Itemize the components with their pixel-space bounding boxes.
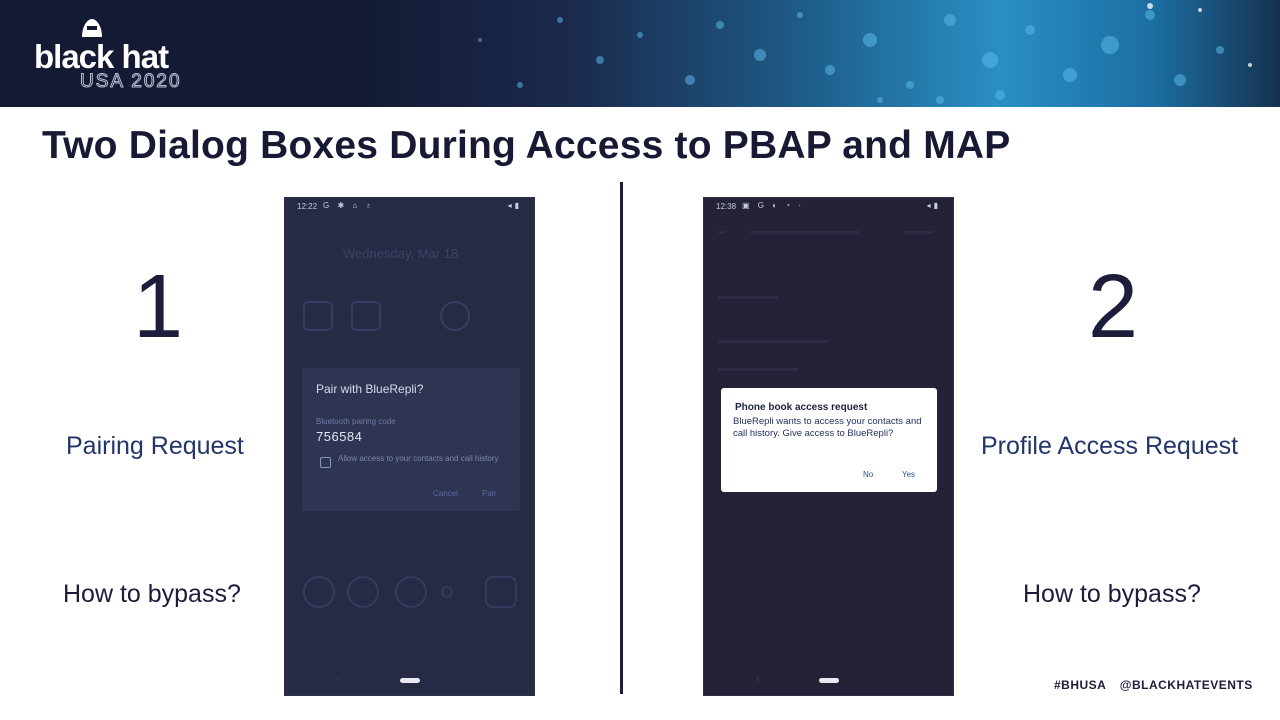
yes-button[interactable]: Yes [902,470,916,479]
nav-back-icon[interactable]: ‹ [756,674,760,685]
lockscreen-date: Wednesday, Mar 18 [343,246,459,261]
allow-access-checkbox[interactable] [320,457,331,468]
phone-screenshot-pairing: 12:22 G ✱ ⌂ ♁ ◂▮ Wednesday, Mar 18 Pair … [284,197,535,696]
pair-button[interactable]: Pair [482,489,497,498]
nav-back-icon[interactable]: ‹ [337,674,341,685]
nav-home-pill[interactable] [819,678,839,683]
pairing-code: 756584 [316,429,363,444]
camera-dock-icon [485,576,517,608]
pair-dialog: Pair with BlueRepli? Bluetooth pairing c… [302,368,520,511]
status-time: 12:38 [716,202,737,211]
allow-access-text: Allow access to your contacts and call h… [338,454,499,463]
pair-dialog-title: Pair with BlueRepli? [316,382,424,396]
phonebook-dialog-title: Phone book access request [735,402,868,413]
footer-handle: @BLACKHATEVENTS [1119,678,1253,692]
bypass-question-2: How to bypass? [1023,580,1201,608]
pairing-request-label: Pairing Request [66,432,244,460]
profile-access-request-label: Profile Access Request [981,432,1239,460]
play-dock-icon [395,576,427,608]
no-button[interactable]: No [863,470,874,479]
footer-social: #BHUSA @BLACKHATEVENTS [1054,678,1253,692]
black-hat-logo-icon [82,19,102,37]
step-number-1: 1 [133,257,184,357]
status-battery-icon: ◂▮ [926,201,941,210]
cancel-button[interactable]: Cancel [433,489,458,498]
home-app-icon [440,301,470,331]
footer-hashtag: #BHUSA [1054,678,1106,692]
column-divider [620,182,623,694]
assistant-dock-icon [441,586,453,598]
slide-title: Two Dialog Boxes During Access to PBAP a… [42,124,1011,167]
list-item [718,368,798,371]
status-bar: 12:38 ▣ G ◐ ◔ · ◂▮ [704,198,953,216]
nav-home-pill[interactable] [400,678,420,683]
app-bar-actions [904,231,934,234]
list-item [718,340,828,343]
app-bar-title [750,231,860,234]
logo-subtitle: USA 2020 [80,71,182,93]
phonebook-dialog-body: BlueRepli wants to access your contacts … [733,416,922,439]
home-app-icon [351,301,381,331]
app-bar-back-icon [718,231,726,234]
phonebook-access-dialog: Phone book access request BlueRepli want… [721,388,937,492]
status-icons: ▣ G ◐ ◔ · [742,201,804,210]
home-app-icon [303,301,333,331]
phone-dock-icon [303,576,335,608]
status-icons: G ✱ ⌂ ♁ [323,201,375,210]
header-banner: black hat USA 2020 [0,0,1280,107]
pairing-code-label: Bluetooth pairing code [316,417,396,426]
bypass-question-1: How to bypass? [63,580,241,608]
messages-dock-icon [347,576,379,608]
logo-text: black hat [34,38,169,75]
list-item [718,296,778,299]
status-battery-icon: ◂▮ [507,201,522,210]
status-bar: 12:22 G ✱ ⌂ ♁ ◂▮ [285,198,534,216]
banner-light-dots [478,3,1252,104]
step-number-2: 2 [1088,257,1139,357]
status-time: 12:22 [297,202,318,211]
phone-screenshot-profile-access: 12:38 ▣ G ◐ ◔ · ◂▮ Phone book access req… [703,197,954,696]
